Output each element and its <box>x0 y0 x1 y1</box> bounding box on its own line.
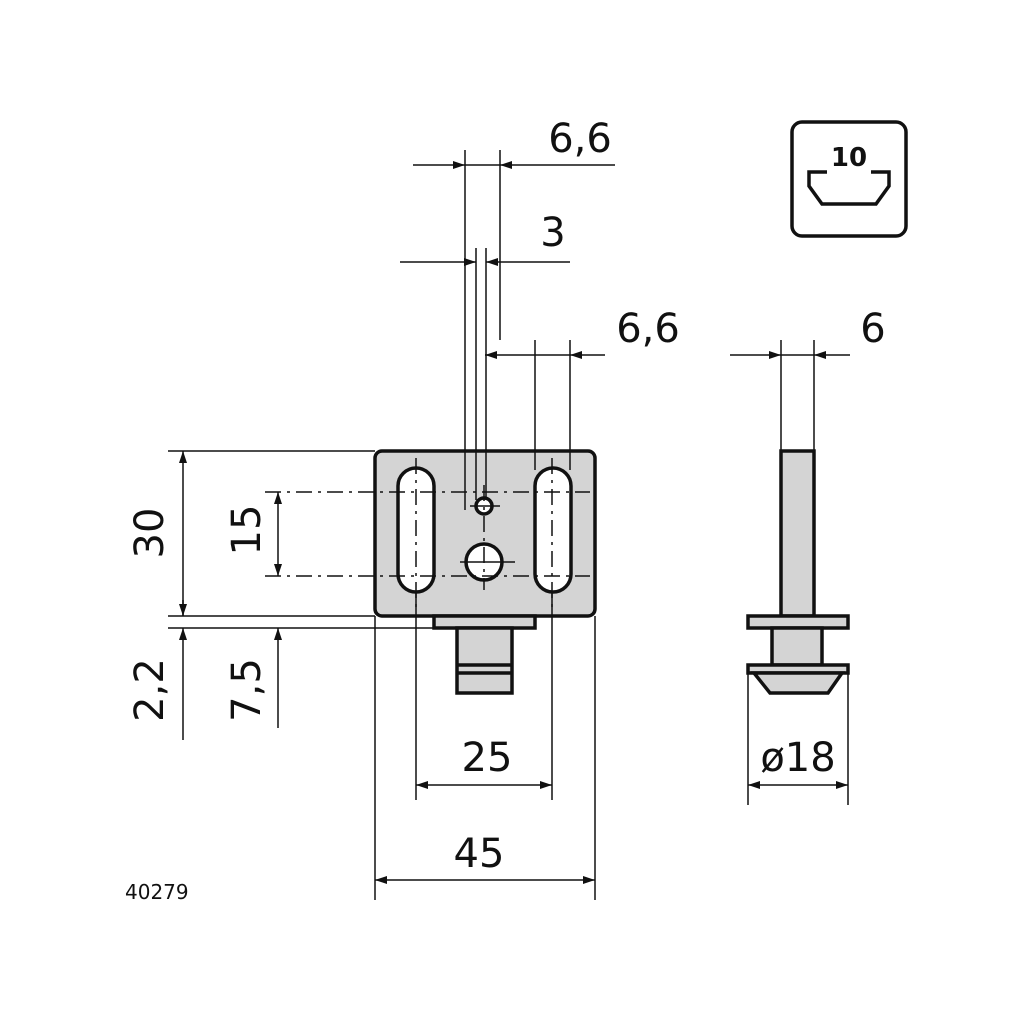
slot-size-label: 10 <box>831 143 867 173</box>
dim-width-total: 45 <box>454 831 505 877</box>
dim-stem-height: 7,5 <box>224 658 270 722</box>
dim-slot-spacing: 25 <box>462 735 513 781</box>
drawing-number: 40279 <box>125 880 189 904</box>
slot-right <box>533 466 573 594</box>
dim-top-width-a: 6,6 <box>548 116 612 162</box>
dim-height-total: 30 <box>127 508 173 559</box>
dim-hole-spacing: 15 <box>224 505 270 556</box>
dimension-lines <box>179 161 850 884</box>
extension-lines <box>168 150 849 900</box>
stem <box>455 626 514 695</box>
t-slot-profile-icon: 10 <box>790 120 908 238</box>
dim-diameter: ø18 <box>760 735 835 781</box>
front-view <box>265 449 597 695</box>
dim-top-width-b: 3 <box>540 210 565 256</box>
dim-slot-offset: 6,6 <box>616 306 680 352</box>
tab <box>432 614 537 630</box>
dim-side-thickness: 6 <box>860 306 885 352</box>
dim-tab-height: 2,2 <box>127 658 173 722</box>
side-view <box>746 449 850 695</box>
